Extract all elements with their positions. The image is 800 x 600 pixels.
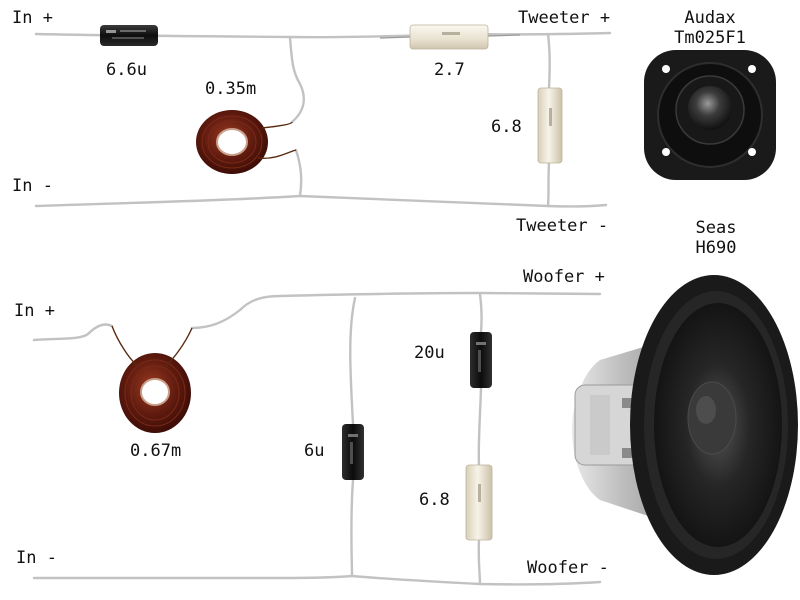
tweeter-mount-hole [662, 148, 670, 156]
tweeter-inductor-value: 0.35m [205, 79, 256, 99]
tweeter-capacitor-value: 6.6u [106, 60, 147, 80]
tweeter-shunt-inductor [196, 110, 297, 174]
woofer-in-minus-label: In - [16, 548, 57, 568]
tweeter-resistor-branch-wire [546, 32, 551, 208]
tweeter-mount-hole [748, 148, 756, 156]
woofer-out-minus-label: Woofer - [527, 558, 609, 578]
woofer-inductor-value: 0.67m [130, 441, 181, 461]
tweeter-negative-wire [34, 194, 608, 208]
woofer-notch-resistor [465, 464, 493, 541]
woofer-in-plus-label: In + [14, 301, 55, 321]
woofer-model-label: H690 [696, 238, 737, 258]
woofer-crossover: In + In - Woofer + Woofer - 0.67m 6u 20u… [14, 267, 609, 586]
woofer-series-inductor [111, 325, 193, 433]
tweeter-series-capacitor [100, 25, 158, 46]
woofer-out-plus-label: Woofer + [523, 267, 605, 287]
tweeter-out-plus-label: Tweeter + [518, 8, 610, 28]
tweeter-dome [688, 86, 732, 130]
tweeter-in-minus-label: In - [12, 176, 53, 196]
woofer-notch-capacitor [470, 332, 492, 388]
woofer-negative-wire [32, 574, 602, 586]
tweeter-mount-hole [662, 65, 670, 73]
woofer-shunt-capacitor [342, 424, 364, 480]
tweeter-crossover: In + In - Tweeter + Tweeter - 6.6u 0.35m… [12, 8, 612, 236]
tweeter-shunt-resistor [537, 87, 563, 164]
woofer-brand-label: Seas [696, 218, 737, 238]
tweeter-mount-hole [748, 65, 756, 73]
woofer-notch-resistor-value: 6.8 [419, 490, 450, 510]
tweeter-out-minus-label: Tweeter - [516, 216, 608, 236]
tweeter-model-label: Tm025F1 [674, 28, 746, 48]
woofer-terminal [622, 448, 632, 458]
woofer-positive-wire [32, 291, 602, 342]
tweeter-series-resistor-value: 2.7 [434, 60, 465, 80]
woofer-notch-branch-wire [477, 292, 483, 586]
tweeter-driver: Audax Tm025F1 [644, 8, 776, 180]
tweeter-shunt-resistor-value: 6.8 [491, 117, 522, 137]
tweeter-brand-label: Audax [684, 8, 735, 28]
woofer-shunt-capacitor-value: 6u [304, 441, 324, 461]
tweeter-in-plus-label: In + [12, 8, 53, 28]
tweeter-shunt-branch-wire [288, 36, 305, 198]
woofer-notch-capacitor-value: 20u [414, 343, 445, 363]
woofer-driver: Seas H690 [572, 218, 798, 575]
tweeter-series-resistor [379, 24, 521, 50]
woofer-shunt-cap-branch-wire [349, 296, 357, 578]
woofer-terminal [622, 398, 632, 408]
